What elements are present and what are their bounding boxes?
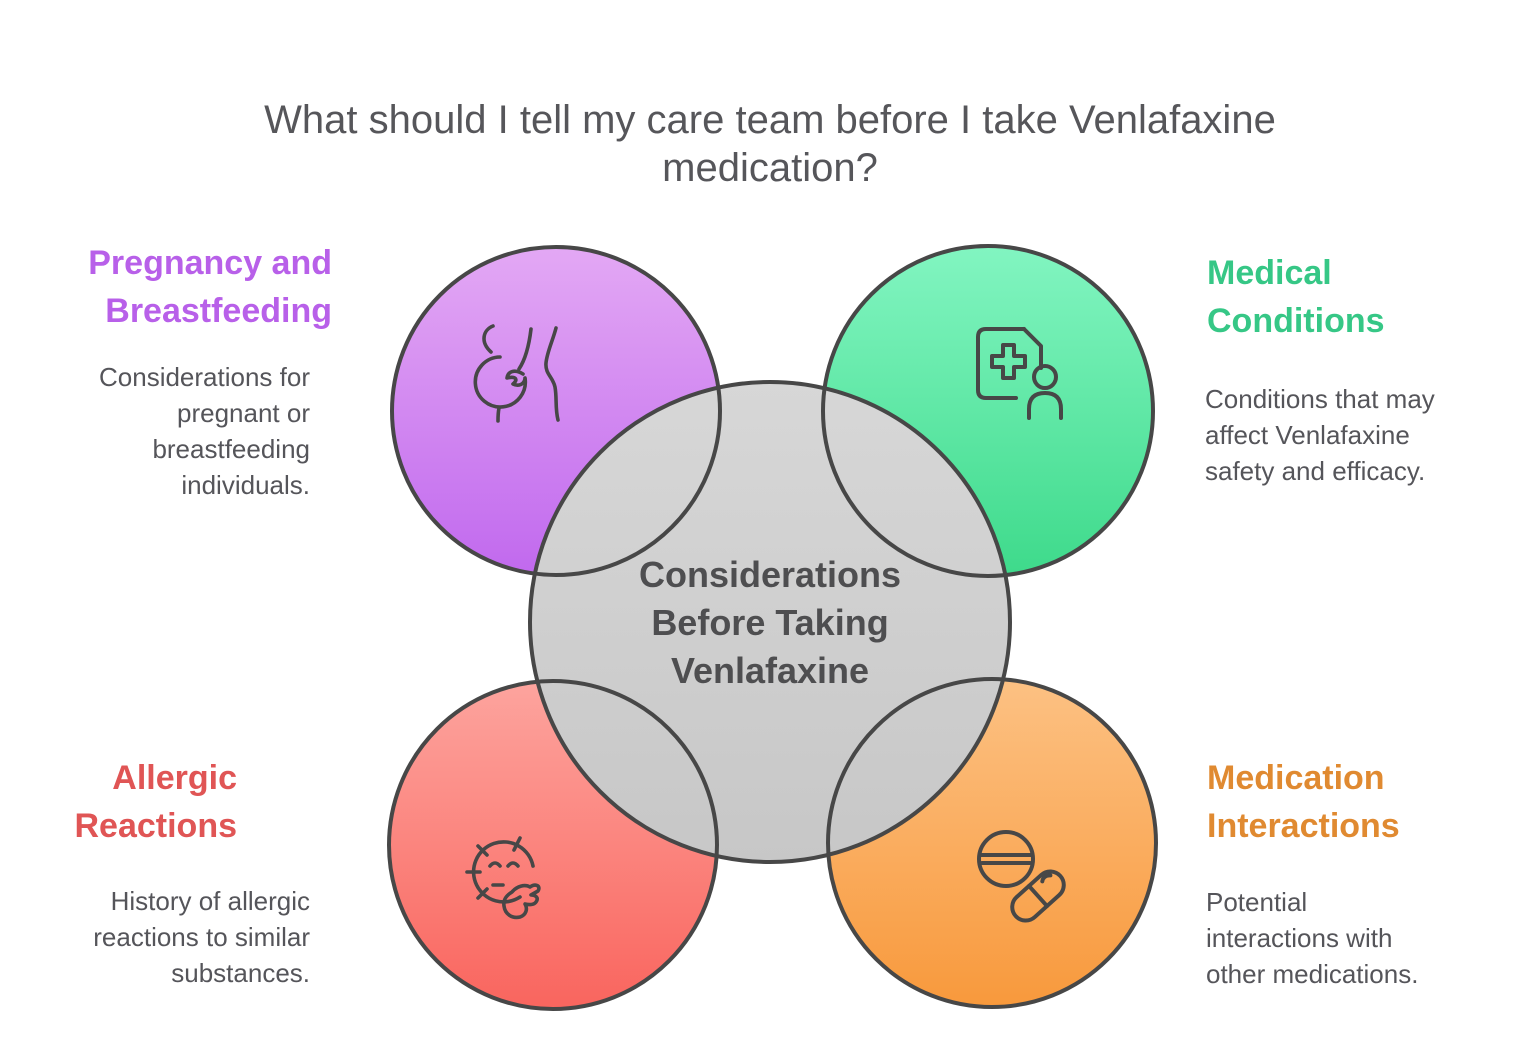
interactions-circle-outline bbox=[826, 677, 1158, 1009]
center-circle-outline bbox=[528, 380, 1012, 864]
pregnancy-icon bbox=[473, 324, 560, 423]
heading-medication-interactions: Medication Interactions bbox=[1207, 759, 1400, 845]
heading-pregnancy: Pregnancy and Breastfeeding bbox=[88, 244, 332, 330]
heading-allergic-reactions: Allergic Reactions bbox=[74, 759, 238, 845]
center-circle-label: Considerations Before Taking Venlafaxine bbox=[638, 554, 902, 691]
allergic-circle-outline bbox=[387, 679, 719, 1011]
pregnancy-circle-outline bbox=[390, 245, 722, 577]
description-allergic-reactions: History of allergic reactions to similar… bbox=[93, 886, 310, 988]
page-title: What should I tell my care team before I… bbox=[264, 98, 1276, 190]
pills-icon bbox=[977, 830, 1066, 923]
allergic-face-icon bbox=[465, 836, 541, 920]
description-pregnancy: Considerations for pregnant or breastfee… bbox=[99, 362, 310, 500]
heading-medical-conditions: Medical Conditions bbox=[1207, 254, 1385, 340]
description-medical-conditions: Conditions that may affect Venlafaxine s… bbox=[1205, 384, 1435, 486]
medical-document-icon bbox=[976, 327, 1063, 420]
center-circle bbox=[530, 382, 1010, 862]
medical-circle-outline bbox=[821, 244, 1155, 578]
circle-outlines bbox=[387, 244, 1158, 1011]
description-medication-interactions: Potential interactions with other medica… bbox=[1206, 887, 1419, 989]
